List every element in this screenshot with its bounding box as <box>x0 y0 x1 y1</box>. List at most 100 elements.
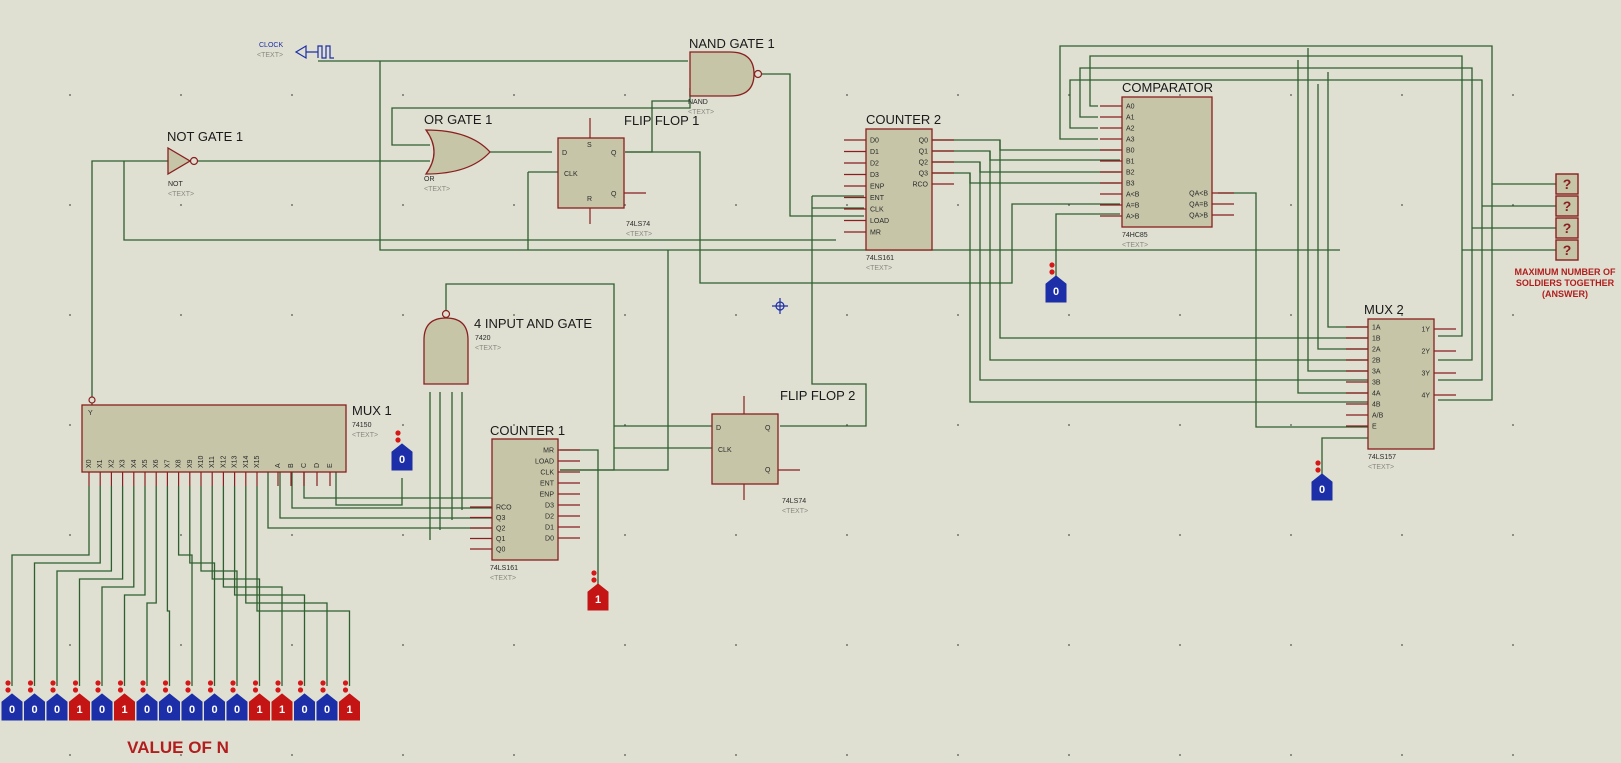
counter-1-const-probe[interactable]: 1 <box>587 570 609 611</box>
ff1-pin-d: D <box>562 150 567 157</box>
counter-1-pin: Q0 <box>496 547 505 554</box>
nand-gate-1[interactable]: NAND GATE 1 NAND <TEXT> <box>688 36 775 116</box>
logic-state-probes[interactable]: 0 0 1 0 <box>391 262 1333 611</box>
not-gate-text: <TEXT> <box>168 191 194 198</box>
input-switch-1-value: 0 <box>31 704 37 716</box>
clock-text: <TEXT> <box>257 52 283 59</box>
mux-2-pin: 1Y <box>1421 327 1430 334</box>
mux-2-pin: 2B <box>1372 358 1381 365</box>
or-gate-text: <TEXT> <box>424 186 450 193</box>
mux-1-pin: D <box>314 463 321 468</box>
flip-flop-1[interactable]: FLIP FLOP 1 D CLK Q Q S R 74LS74 <TEXT> <box>557 113 699 238</box>
comparator-const-probe-value: 0 <box>1053 286 1059 298</box>
or-gate-symbol <box>424 129 491 175</box>
input-switch-10[interactable]: 0 <box>226 680 248 721</box>
input-switch-12-value: 1 <box>279 704 285 716</box>
mux-1-pin: A <box>275 463 282 468</box>
ff2-text: <TEXT> <box>782 508 808 515</box>
counter-1-text: <TEXT> <box>490 575 516 582</box>
ff2-pin-q: Q <box>765 425 771 432</box>
input-switch-7[interactable]: 0 <box>159 680 180 721</box>
input-switch-7-value: 0 <box>166 704 172 716</box>
and-gate-symbol <box>423 317 469 385</box>
input-switch-8-value: 0 <box>189 704 195 716</box>
input-switch-11[interactable]: 1 <box>249 680 270 721</box>
value-of-n-label: VALUE OF N <box>127 738 229 757</box>
comparator-pin: B0 <box>1126 148 1135 155</box>
svg-text:?: ? <box>1563 198 1572 214</box>
input-switch-2[interactable]: 0 <box>46 680 68 721</box>
mux-1-pin: X1 <box>97 459 104 468</box>
input-switch-0[interactable]: 0 <box>1 680 23 721</box>
input-switch-6[interactable]: 0 <box>136 680 158 721</box>
clock-source[interactable]: CLOCK <TEXT> <box>257 42 334 60</box>
mux-2-pin: A/B <box>1372 413 1384 420</box>
input-switch-13[interactable]: 0 <box>294 680 315 721</box>
comparator-pin: A2 <box>1126 126 1135 133</box>
comparator-pin: QA=B <box>1189 202 1208 209</box>
or-gate-part: OR <box>424 176 435 183</box>
comparator-const-probe[interactable]: 0 <box>1045 262 1067 303</box>
clock-label: CLOCK <box>259 42 283 49</box>
input-switch-2-value: 0 <box>54 704 60 716</box>
input-switch-0-value: 0 <box>9 704 15 716</box>
ff1-text: <TEXT> <box>626 231 652 238</box>
input-switch-15[interactable]: 1 <box>339 680 360 721</box>
input-switch-1[interactable]: 0 <box>24 680 45 721</box>
ff1-part: 74LS74 <box>626 221 650 228</box>
svg-text:?: ? <box>1563 176 1572 192</box>
mux-2-pin: 1B <box>1372 336 1381 343</box>
input-switch-4-value: 0 <box>99 704 105 716</box>
ff1-pin-clk: CLK <box>564 171 578 178</box>
counter-1-pin: CLK <box>540 470 554 477</box>
comparator-pin: QA<B <box>1189 191 1208 198</box>
comparator-title: COMPARATOR <box>1122 80 1213 95</box>
mux-1-text: <TEXT> <box>352 432 378 439</box>
wires <box>11 45 1556 686</box>
mux-1-enable-probe-value: 0 <box>399 454 405 466</box>
answer-caption-line-2: SOLDIERS TOGETHER <box>1516 278 1615 288</box>
mux-2-enable-probe-value: 0 <box>1319 484 1325 496</box>
flip-flop-2[interactable]: FLIP FLOP 2 D CLK Q Q 74LS74 <TEXT> <box>711 388 855 515</box>
input-switch-14[interactable]: 0 <box>316 680 338 721</box>
output-probe-0: ? <box>1555 173 1579 195</box>
comparator-pin: B2 <box>1126 170 1135 177</box>
input-switch-9-value: 0 <box>211 704 217 716</box>
or-gate-1[interactable]: OR GATE 1 OR <TEXT> <box>424 112 492 193</box>
counter-2-text: <TEXT> <box>866 265 892 272</box>
input-switch-5[interactable]: 1 <box>114 680 135 721</box>
mux-1-enable-probe[interactable]: 0 <box>391 430 413 471</box>
input-switch-3[interactable]: 1 <box>69 680 90 721</box>
flip-flop-2-title: FLIP FLOP 2 <box>780 388 855 403</box>
not-gate-symbol <box>167 146 192 176</box>
counter-1-pin: D1 <box>545 525 554 532</box>
input-switch-8[interactable]: 0 <box>181 680 203 721</box>
ff2-part: 74LS74 <box>782 498 806 505</box>
output-probe-3: ? <box>1555 239 1579 261</box>
and-gate-4-input[interactable]: 4 INPUT AND GATE 7420 <TEXT> <box>423 309 592 385</box>
input-switch-12[interactable]: 1 <box>271 680 293 721</box>
input-switch-10-value: 0 <box>234 704 240 716</box>
mux-1-pin: X15 <box>254 455 261 468</box>
mux-1-pin: B <box>288 463 295 468</box>
mux-2-enable-probe[interactable]: 0 <box>1311 460 1333 501</box>
counter-1-pin: LOAD <box>535 459 554 466</box>
counter-2-pin: CLK <box>870 207 884 214</box>
crosshair-cursor-icon <box>772 298 788 314</box>
input-switch-9[interactable]: 0 <box>204 680 225 721</box>
comparator-pin: A3 <box>1126 137 1135 144</box>
not-gate-1[interactable]: NOT GATE 1 NOT <TEXT> <box>167 129 243 198</box>
mux-2-pin: E <box>1372 424 1377 431</box>
ff1-pin-qn: Q <box>611 191 617 198</box>
counter-2-pin: Q1 <box>919 149 928 156</box>
input-switch-4[interactable]: 0 <box>91 680 113 721</box>
ff2-pin-clk: CLK <box>718 447 732 454</box>
comparator-pin: A<B <box>1126 192 1140 199</box>
